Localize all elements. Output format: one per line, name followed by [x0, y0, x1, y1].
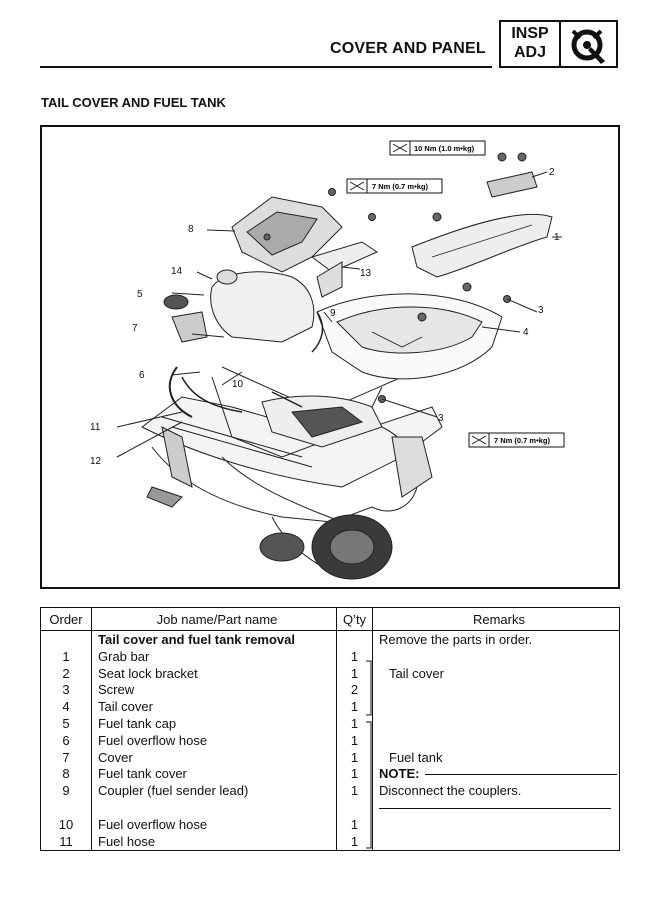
- page-title: COVER AND PANEL: [330, 40, 486, 57]
- qty-10: 1: [350, 816, 359, 832]
- qty-2: 1: [350, 665, 359, 681]
- part-name-10: Fuel overflow hose: [98, 816, 208, 832]
- callout-1: 1: [554, 232, 560, 243]
- order-1: 1: [62, 648, 70, 664]
- order-2: 2: [62, 665, 70, 681]
- callout-3b: 3: [438, 413, 444, 424]
- qty-11: 1: [350, 833, 359, 849]
- qty-5: 1: [350, 715, 359, 731]
- qty-1: 1: [350, 648, 359, 664]
- torque-label-2: 7 Nm (0.7 m•kg): [372, 182, 428, 191]
- section-badge: INSP ADJ: [499, 20, 618, 68]
- header-order: Order: [40, 607, 92, 631]
- badge-line-1: INSP: [511, 25, 549, 42]
- part-name-11: Fuel hose: [98, 833, 156, 849]
- torque-spec-middle: 7 Nm (0.7 m•kg): [346, 178, 443, 194]
- section-remark: Remove the parts in order.: [379, 632, 533, 647]
- part-name-5: Fuel tank cap: [98, 715, 177, 731]
- table-header-row: Order Job name/Part name Q’ty Remarks: [40, 607, 620, 631]
- callout-11: 11: [90, 422, 101, 433]
- callout-6: 6: [139, 370, 145, 381]
- callout-9: 9: [330, 308, 336, 319]
- order-8: 8: [62, 766, 70, 782]
- section-title: TAIL COVER AND FUEL TANK: [41, 95, 226, 110]
- callout-13: 13: [360, 268, 372, 279]
- group-brace-fuel-tank: [366, 721, 372, 849]
- header-job: Job name/Part name: [91, 607, 337, 631]
- order-4: 4: [62, 699, 70, 715]
- callout-14: 14: [171, 266, 183, 277]
- group-label-fuel-tank: Fuel tank: [389, 749, 443, 765]
- torque-label-1: 10 Nm (1.0 m•kg): [414, 144, 475, 153]
- qty-3: 2: [350, 682, 359, 698]
- qty-4: 1: [350, 699, 359, 715]
- note-label: NOTE:: [379, 766, 420, 782]
- header-rule: [40, 66, 492, 68]
- order-11: 11: [59, 833, 73, 849]
- qty-6: 1: [350, 732, 359, 748]
- badge-line-2: ADJ: [513, 44, 546, 61]
- job-table: Order Job name/Part name Q’ty Remarks 1 …: [40, 607, 620, 852]
- note-end-rule: [379, 800, 611, 809]
- header-remarks: Remarks: [372, 607, 620, 631]
- part-name-4: Tail cover: [98, 699, 153, 715]
- callout-5: 5: [137, 289, 143, 300]
- exploded-view-figure: 10 Nm (1.0 m•kg) 7 Nm (0.7 m•kg) 7 Nm (0…: [40, 125, 620, 589]
- callout-7: 7: [132, 323, 138, 334]
- torque-spec-right: 7 Nm (0.7 m•kg): [468, 432, 565, 448]
- callout-3a: 3: [538, 305, 544, 316]
- callout-4: 4: [523, 327, 529, 338]
- note-text: Disconnect the couplers.: [379, 783, 522, 799]
- part-name-8: Fuel tank cover: [98, 766, 187, 782]
- part-name-6: Fuel overflow hose: [98, 732, 208, 748]
- part-name-2: Seat lock bracket: [98, 665, 198, 681]
- part-name-3: Screw: [98, 682, 135, 698]
- part-name-1: Grab bar: [98, 648, 150, 664]
- order-10: 10: [58, 816, 74, 832]
- exploded-view-drawing: 10 Nm (1.0 m•kg) 7 Nm (0.7 m•kg) 7 Nm (0…: [90, 140, 565, 580]
- order-6: 6: [62, 732, 70, 748]
- note-rule: [425, 774, 618, 776]
- callout-8: 8: [188, 224, 194, 235]
- torque-label-3: 7 Nm (0.7 m•kg): [494, 436, 550, 445]
- qty-8: 1: [350, 766, 359, 782]
- badge-divider: [559, 22, 561, 66]
- torque-spec-top: 10 Nm (1.0 m•kg): [389, 140, 486, 156]
- callout-12: 12: [90, 456, 102, 467]
- badge-label: INSP ADJ: [501, 24, 559, 62]
- wrench-gauge-icon: [571, 29, 605, 64]
- part-name-7: Cover: [98, 749, 133, 765]
- section-heading: Tail cover and fuel tank removal: [98, 632, 295, 647]
- qty-7: 1: [350, 749, 359, 765]
- callout-2: 2: [549, 167, 555, 178]
- group-label-tail-cover: Tail cover: [389, 665, 444, 681]
- order-5: 5: [62, 715, 70, 731]
- order-9: 9: [62, 783, 70, 799]
- order-3: 3: [62, 682, 70, 698]
- part-name-9: Coupler (fuel sender lead): [98, 783, 249, 799]
- header-qty: Q’ty: [336, 607, 373, 631]
- order-7: 7: [62, 749, 70, 765]
- table-body-row: 1 2 3 4 5 6 7 8 9 10 11 Tail cover and f…: [40, 630, 620, 852]
- qty-9: 1: [350, 783, 359, 799]
- callout-10: 10: [232, 379, 244, 390]
- group-brace-tail-cover: [366, 660, 372, 716]
